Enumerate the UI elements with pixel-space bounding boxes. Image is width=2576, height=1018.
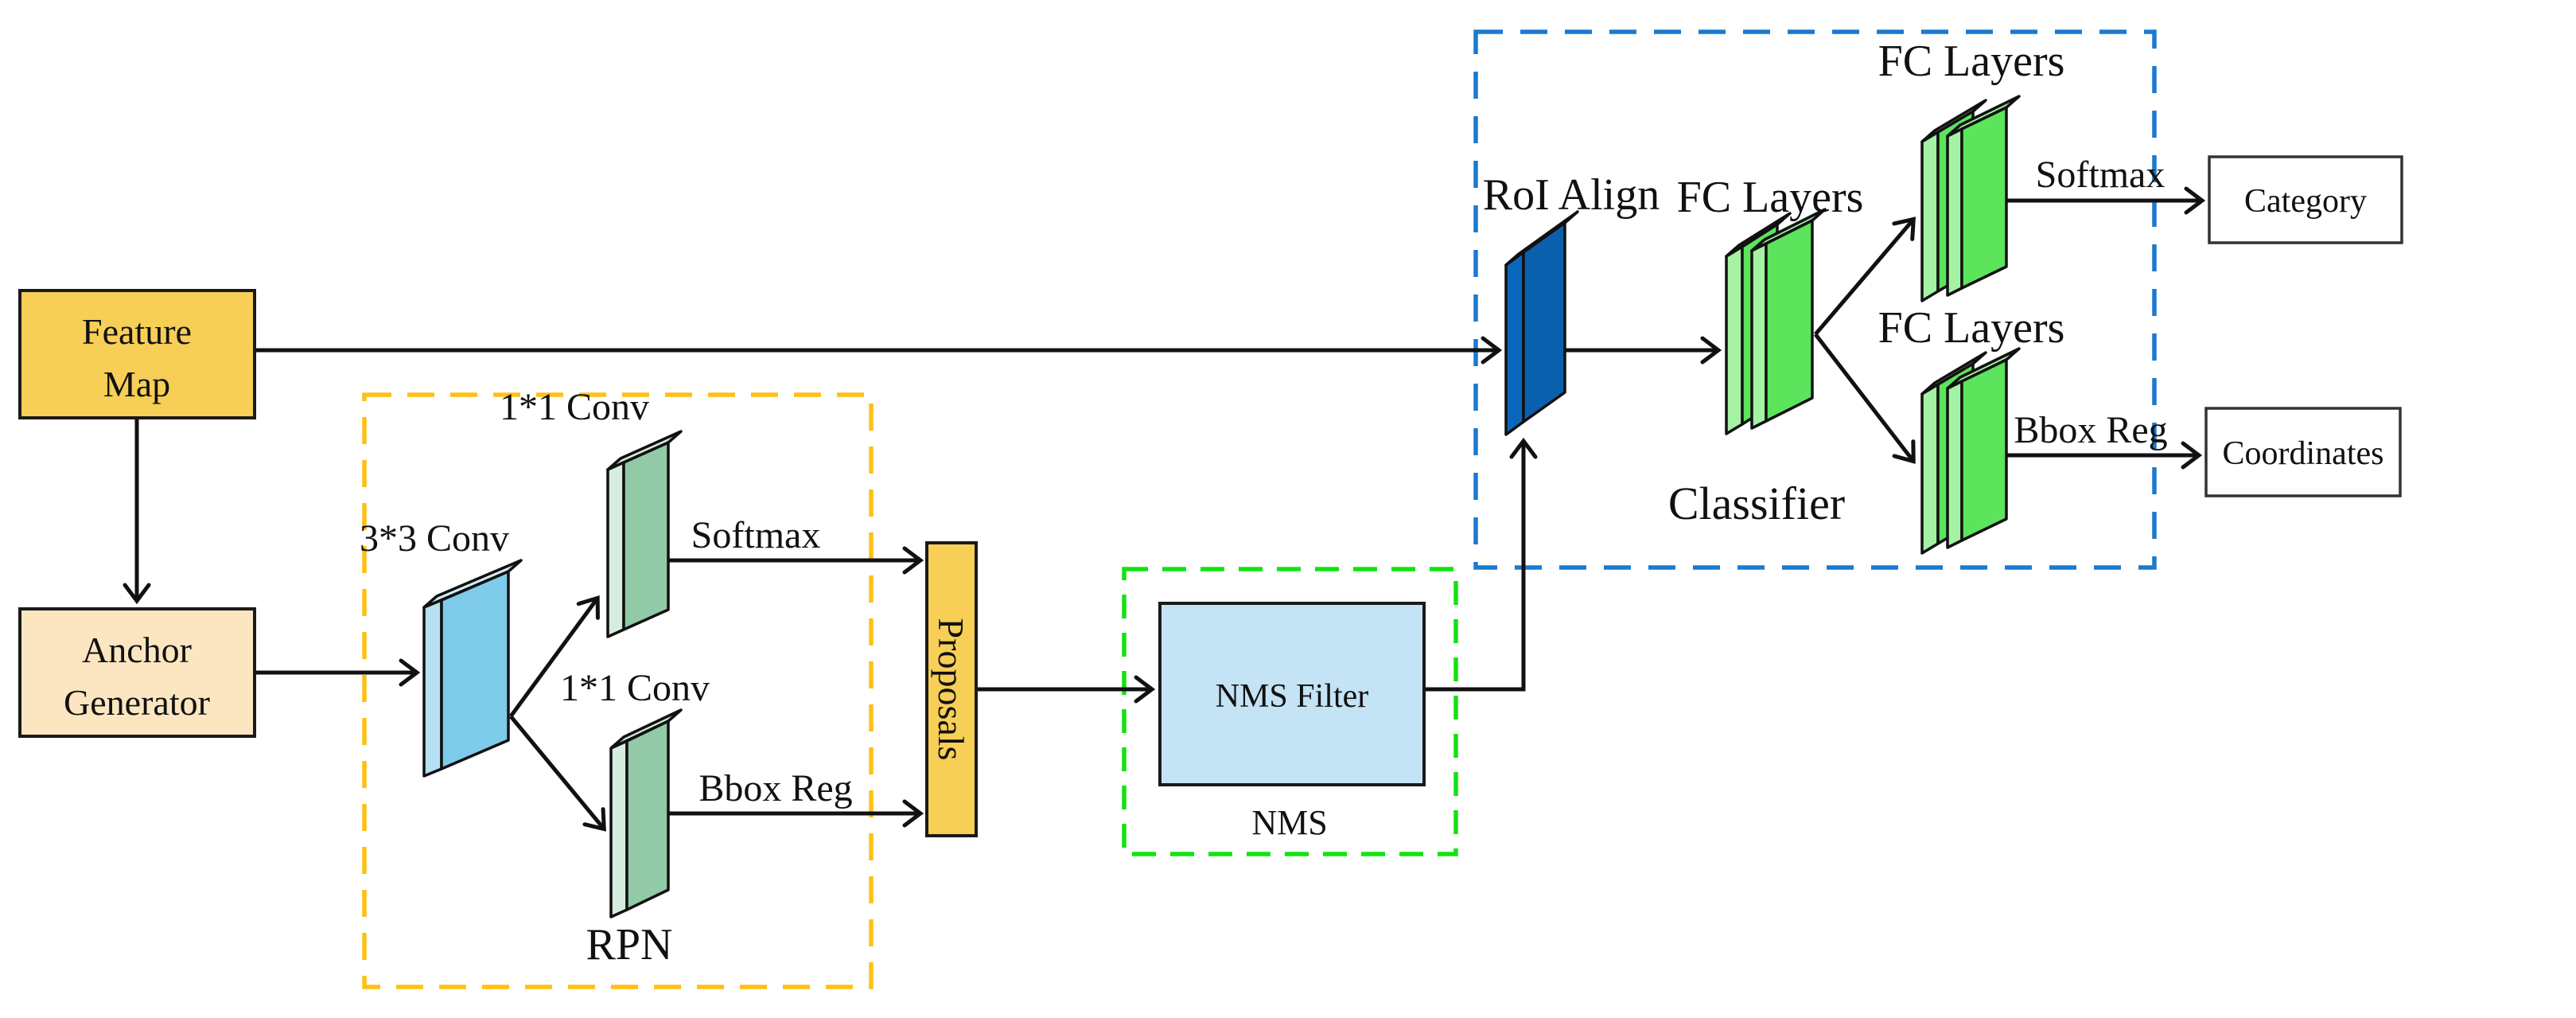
conv11-top-side-face xyxy=(606,461,625,638)
roi-align-front-face xyxy=(1522,221,1566,423)
fc-bottom-right-slab1-side-face xyxy=(1920,383,1940,555)
fc-top-right-slab2-side-face xyxy=(1946,127,1963,297)
arrow-fclayers-to-fclayers-top xyxy=(1814,216,1916,336)
proposals-label: Proposals xyxy=(931,618,971,761)
category-box xyxy=(2208,155,2403,244)
category-label: Category xyxy=(2244,183,2367,220)
conv33-side-face xyxy=(422,599,443,778)
fc-top-right-label: FC Layers xyxy=(1878,37,2065,86)
coordinates-label: Coordinates xyxy=(2223,435,2384,472)
fc-center-slab2-side-face xyxy=(1750,242,1768,430)
fc-bottom-right-slab2-front-face xyxy=(1960,358,2008,542)
softmax-rpn-label: Softmax xyxy=(691,514,821,556)
fc-center-slab1-side-face xyxy=(1725,245,1744,435)
softmax-classifier-label: Softmax xyxy=(2036,154,2165,196)
anchor-generator-box xyxy=(18,607,256,738)
fc-top-right-slabs xyxy=(1920,95,2021,302)
arrow-conv33-to-conv11-bottom xyxy=(509,715,606,832)
fc-top-right-slab1-side-face xyxy=(1920,131,1940,302)
fc-center-label: FC Layers xyxy=(1677,173,1864,222)
conv33-front-face xyxy=(440,570,510,770)
fc-center-slab2-front-face xyxy=(1765,219,1814,423)
nms-filter-label: NMS Filter xyxy=(1216,678,1369,715)
conv11-bottom-label: 1*1 Conv xyxy=(560,667,710,709)
fc-center-slabs xyxy=(1725,208,1827,435)
roi-align-side-face xyxy=(1504,251,1525,436)
arrow-nmsfilter-to-roialign xyxy=(1424,437,1538,692)
conv11-bottom-slab xyxy=(609,708,683,919)
arrow-fclayers-to-fclayers-bottom xyxy=(1814,333,1916,464)
feature-map-label-line2: Map xyxy=(103,364,170,404)
anchor-generator-label-line2: Generator xyxy=(64,682,210,723)
nms-group-box xyxy=(1122,567,1458,856)
classifier-group-label: Classifier xyxy=(1668,478,1845,529)
conv11-bottom-front-face xyxy=(625,720,670,911)
bbox-reg-classifier-label: Bbox Reg xyxy=(2014,409,2167,451)
conv11-top-front-face xyxy=(622,441,670,631)
arrow-conv33-to-conv11-top xyxy=(508,595,600,718)
feature-map-box xyxy=(18,289,256,419)
conv11-top-label: 1*1 Conv xyxy=(500,386,649,428)
conv11-top-slab xyxy=(606,430,683,638)
proposals-box xyxy=(925,541,978,837)
bbox-reg-rpn-label: Bbox Reg xyxy=(698,767,852,809)
classifier-group-box xyxy=(1473,29,2157,570)
fc-bottom-right-label: FC Layers xyxy=(1878,303,2065,353)
nms-filter-box xyxy=(1158,602,1426,786)
nms-group-label: NMS xyxy=(1251,803,1327,842)
coordinates-box xyxy=(2204,407,2402,497)
rpn-group-label: RPN xyxy=(586,920,673,969)
roi-align-label: RoI Align xyxy=(1483,170,1660,220)
feature-map-label-line1: Feature xyxy=(82,311,192,352)
anchor-generator-label-line1: Anchor xyxy=(82,630,192,670)
fc-bottom-right-slabs xyxy=(1920,347,2021,555)
conv33-slab xyxy=(422,559,523,778)
roi-align-slab xyxy=(1504,210,1579,436)
rpn-group-box xyxy=(362,392,874,989)
conv11-bottom-side-face xyxy=(609,739,628,919)
conv33-label: 3*3 Conv xyxy=(360,517,509,560)
fc-bottom-right-slab2-side-face xyxy=(1946,380,1963,549)
fc-top-right-slab2-front-face xyxy=(1960,106,2008,290)
